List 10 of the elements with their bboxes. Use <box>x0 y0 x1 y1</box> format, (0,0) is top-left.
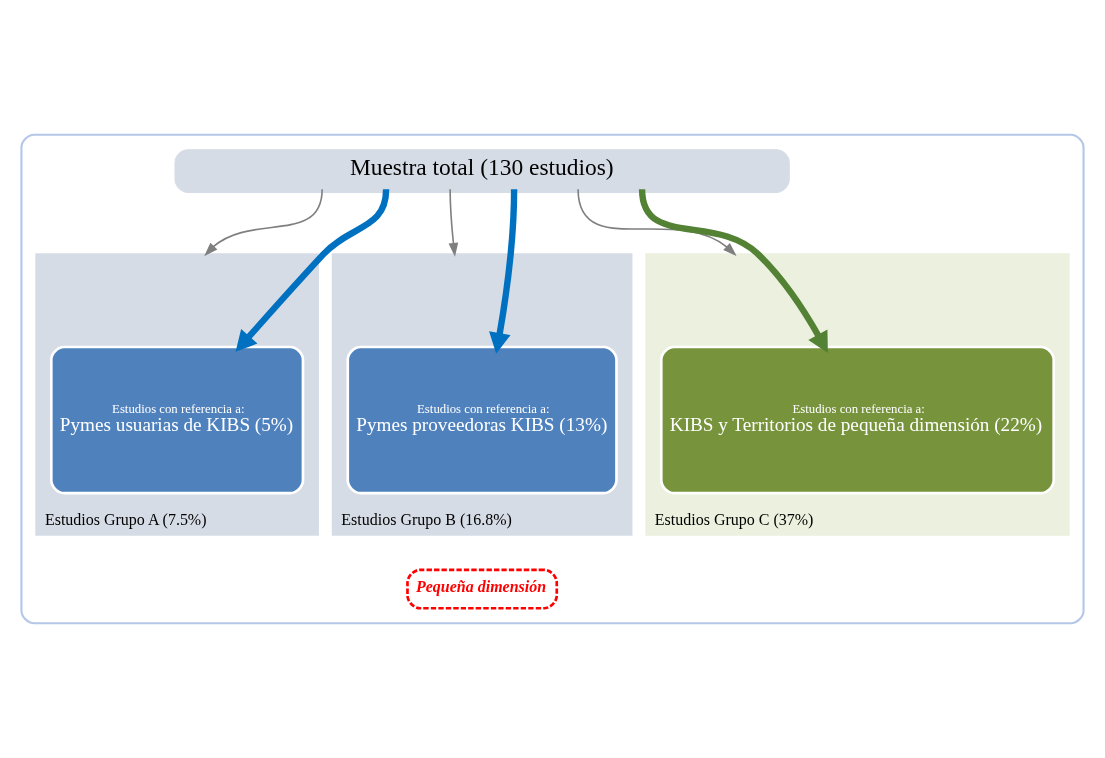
node-box: Estudios con referencia a: Pymes usuarias de KIBS (5%) <box>49 345 305 495</box>
arrow <box>489 189 518 354</box>
node-box: Muestra total (130 estudios) <box>174 149 790 193</box>
arrow <box>448 188 459 257</box>
arrow <box>204 188 323 257</box>
cluster <box>20 133 1085 625</box>
node-box: Pequeña dimensión <box>406 568 559 610</box>
arrow <box>235 188 390 352</box>
node-box: Estudios con referencia a: KIBS y Territorios de pequeña dimensión (22%) <box>659 345 1056 495</box>
node-box: Estudios con referencia a: Pymes proveedoras KIBS (13%) <box>346 345 618 495</box>
